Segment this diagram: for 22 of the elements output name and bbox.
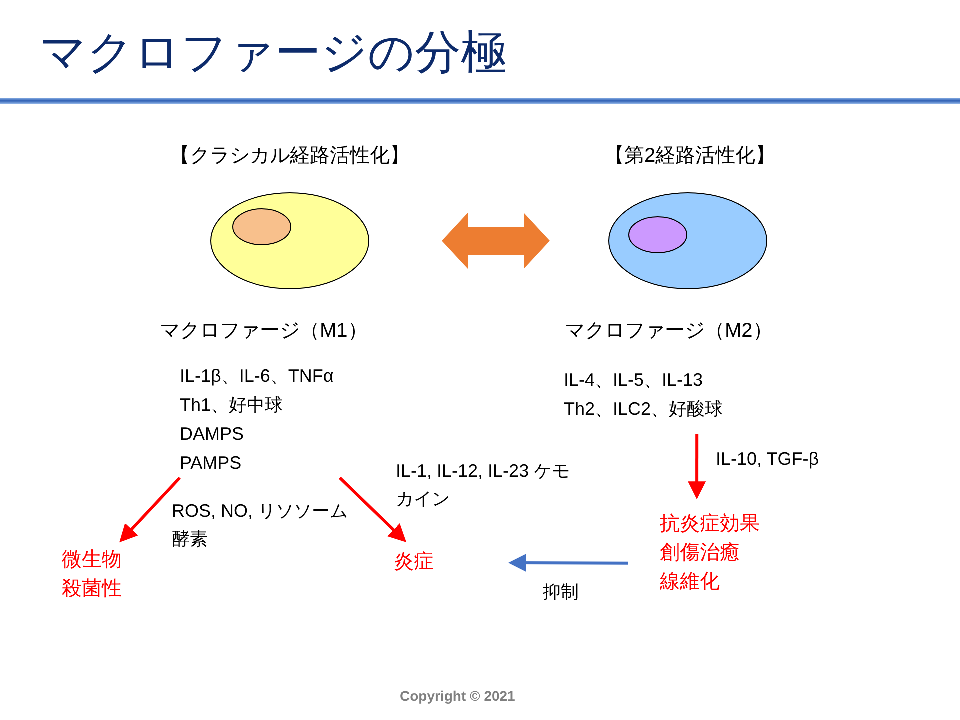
arrow	[688, 434, 706, 500]
node-text: Th2、ILC2、好酸球	[564, 398, 724, 421]
arrow	[508, 554, 628, 572]
node-text: 炎症	[394, 550, 435, 575]
node-text: 抗炎症効果	[660, 512, 761, 537]
copyright-text: Copyright © 2021	[400, 687, 516, 706]
arrow	[338, 476, 407, 542]
cell-label: マクロファージ（M1）	[160, 319, 369, 344]
slide-title: マクロファージの分極	[40, 25, 507, 80]
arrow	[120, 476, 182, 543]
node-text: Th1、好中球	[180, 394, 284, 417]
pathway-heading: 【クラシカル経路活性化】	[169, 144, 411, 169]
node-text: 微生物殺菌性	[62, 548, 123, 602]
node-text: IL-4、IL-5、IL-13	[564, 369, 704, 392]
pathway-heading: 【第2経路活性化】	[603, 144, 777, 169]
node-text: PAMPS	[180, 452, 243, 475]
node-text: 線維化	[660, 570, 721, 595]
node-text: DAMPS	[180, 423, 246, 446]
double-arrow	[442, 213, 550, 269]
node-text: 創傷治癒	[660, 541, 741, 566]
node-text: IL-1β、IL-6、TNFα	[180, 365, 335, 388]
cell-label: マクロファージ（M2）	[565, 319, 774, 344]
